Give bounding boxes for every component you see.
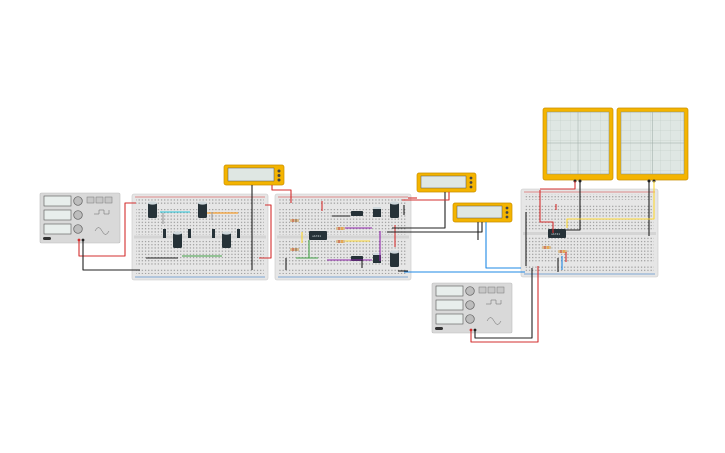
capacitors[interactable] bbox=[148, 201, 399, 267]
multimeter-3[interactable] bbox=[452, 202, 513, 223]
oscilloscope-2[interactable] bbox=[616, 107, 689, 183]
multimeter-2[interactable] bbox=[416, 172, 477, 193]
function-generator-1[interactable] bbox=[39, 192, 121, 244]
chip-1[interactable]: uA741 bbox=[309, 231, 327, 240]
wires[interactable] bbox=[78, 181, 655, 343]
chip-2[interactable] bbox=[351, 211, 363, 216]
chip-1-label: uA741 bbox=[312, 234, 321, 238]
resistors[interactable] bbox=[290, 219, 567, 253]
breadboard-3[interactable] bbox=[520, 188, 659, 278]
diodes[interactable] bbox=[373, 207, 381, 263]
chip-4-label: uA741 bbox=[551, 232, 560, 236]
chip-4[interactable]: uA741 bbox=[548, 229, 566, 238]
function-generator-2[interactable] bbox=[431, 282, 513, 334]
multimeter-1[interactable] bbox=[223, 164, 285, 186]
oscilloscope-1[interactable] bbox=[542, 107, 614, 183]
